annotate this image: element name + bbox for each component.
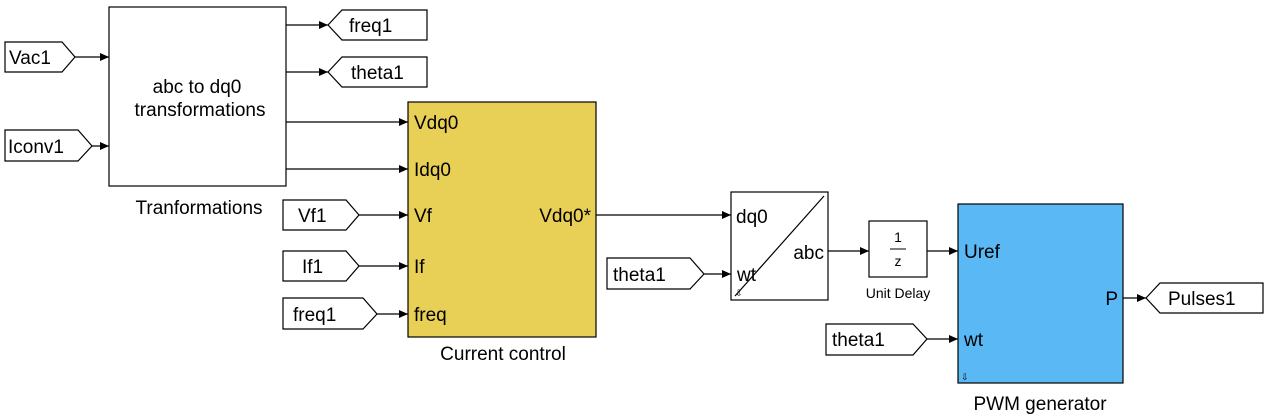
port-idq0: Idq0: [414, 160, 451, 181]
svg-text:P: P: [1105, 289, 1118, 310]
svg-text:theta1: theta1: [351, 63, 404, 84]
svg-text:1: 1: [894, 229, 902, 245]
port-vf: Vf: [414, 206, 433, 227]
port-if: If: [414, 257, 425, 278]
unit-delay-caption: Unit Delay: [866, 285, 931, 301]
dq0-to-abc-block[interactable]: dq0 wt abc ⇩: [730, 191, 829, 301]
port-vdq0: Vdq0: [414, 113, 458, 134]
svg-text:transformations: transformations: [135, 100, 266, 121]
mask-icon: ⇩: [735, 288, 743, 298]
transform-caption: Tranformations: [135, 198, 262, 219]
from-tag-if1[interactable]: If1: [282, 250, 360, 282]
svg-text:Pulses1: Pulses1: [1168, 289, 1236, 310]
svg-text:Uref: Uref: [964, 242, 1001, 263]
svg-text:abc to dq0: abc to dq0: [153, 77, 242, 98]
svg-text:abc: abc: [793, 243, 824, 264]
svg-text:theta1: theta1: [613, 265, 666, 286]
from-tag-iconv1[interactable]: Iconv1: [4, 129, 93, 162]
current-control-block[interactable]: Vdq0 Idq0 Vf If freq Vdq0*: [407, 101, 597, 338]
unit-delay-block[interactable]: 1 z: [868, 220, 928, 278]
port-freq: freq: [414, 305, 447, 326]
mask-icon: ⇩: [961, 372, 969, 382]
port-vdq0-star: Vdq0*: [539, 206, 591, 227]
signal-wires: [75, 21, 1146, 343]
svg-text:wt: wt: [736, 265, 757, 286]
svg-text:z: z: [895, 253, 902, 269]
svg-text:Iconv1: Iconv1: [8, 137, 64, 158]
from-tag-theta1-b[interactable]: theta1: [825, 323, 928, 356]
svg-text:wt: wt: [963, 330, 984, 351]
svg-text:freq1: freq1: [349, 16, 392, 37]
svg-text:Vf1: Vf1: [298, 206, 327, 227]
abc-to-dq0-block[interactable]: abc to dq0 transformations: [108, 6, 287, 187]
svg-text:theta1: theta1: [832, 330, 885, 351]
svg-text:If1: If1: [302, 257, 323, 278]
current-control-caption: Current control: [440, 344, 566, 365]
goto-tag-freq1[interactable]: freq1: [327, 9, 428, 41]
svg-text:Vac1: Vac1: [9, 48, 51, 69]
from-tag-freq1[interactable]: freq1: [282, 297, 378, 330]
pwm-caption: PWM generator: [973, 394, 1107, 415]
svg-text:freq1: freq1: [293, 305, 336, 326]
goto-tag-pulses1[interactable]: Pulses1: [1145, 282, 1264, 314]
svg-text:dq0: dq0: [736, 207, 768, 228]
goto-tag-theta1[interactable]: theta1: [327, 56, 428, 88]
from-tag-theta1-a[interactable]: theta1: [606, 257, 705, 290]
from-tag-vf1[interactable]: Vf1: [282, 199, 360, 231]
pwm-generator-block[interactable]: Uref wt P ⇩: [957, 203, 1124, 384]
from-tag-vac1[interactable]: Vac1: [4, 41, 76, 73]
